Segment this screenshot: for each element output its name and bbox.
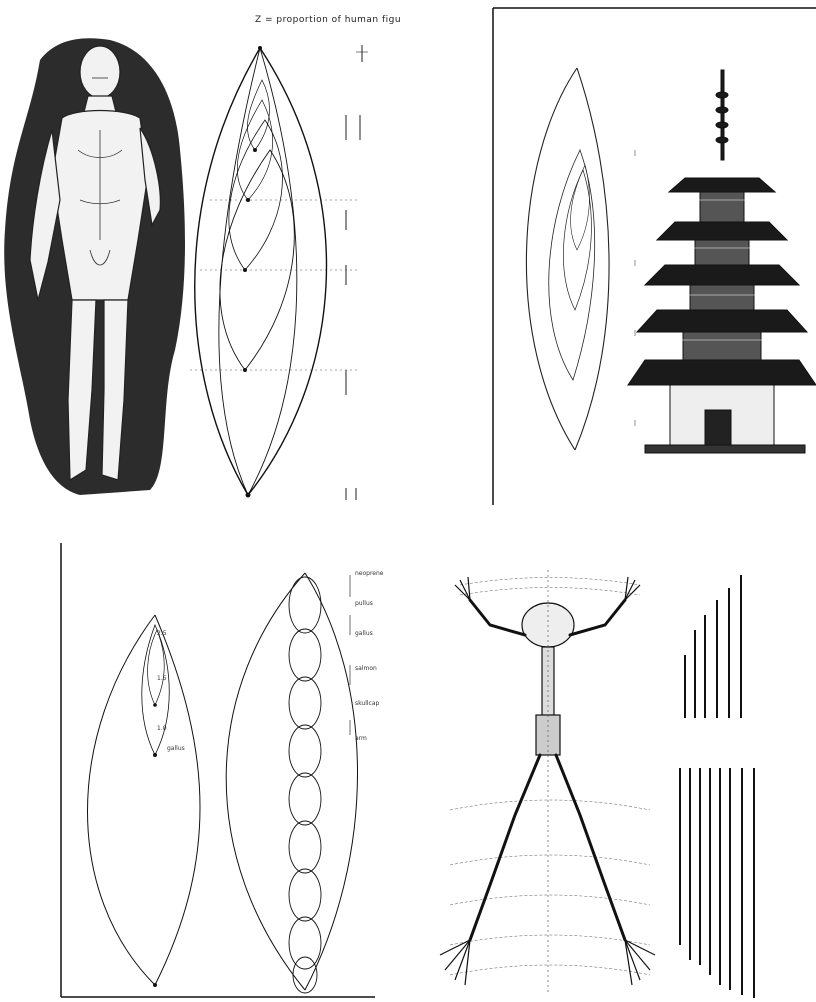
small-lens-spiral xyxy=(88,615,201,985)
pagoda-drawing xyxy=(485,0,816,510)
frog-skeleton-panel xyxy=(400,565,675,1002)
label-tall-6: arm xyxy=(355,735,367,742)
label-tall-5: skullcap xyxy=(355,700,380,707)
pagoda-spire xyxy=(721,70,724,160)
roof-tier-4 xyxy=(657,222,787,240)
spiral-nodes xyxy=(243,46,262,498)
ellipse-chain xyxy=(289,577,321,993)
human-proportion-panel: Z = proportion of human figure xyxy=(0,0,400,505)
label-tall-3: gallus xyxy=(355,630,373,637)
spiral-diagrams-panel: 2.5 1.5 1.0 gallus neoprene pullus g xyxy=(55,535,415,1002)
label-small-3: 1.0 xyxy=(157,725,167,732)
label-tall-2: pullus xyxy=(355,600,373,607)
roof-tier-1 xyxy=(628,360,816,385)
pagoda-spiral xyxy=(526,68,609,450)
spire-ring xyxy=(716,92,728,98)
roof-tier-3 xyxy=(645,265,799,285)
bar-group-bottom xyxy=(680,768,754,998)
pagoda-panel xyxy=(485,0,816,510)
roof-tier-2 xyxy=(637,310,807,332)
human-caption: Z = proportion of human figure xyxy=(255,15,400,25)
ratio-bars-panel xyxy=(675,570,816,1002)
ratio-bars xyxy=(675,570,816,1002)
frog-skeleton-drawing xyxy=(400,565,675,1002)
label-small-1: 2.5 xyxy=(157,630,167,637)
measurement-ticks xyxy=(190,45,368,500)
roof-tier-5 xyxy=(669,178,775,192)
label-small-4: gallus xyxy=(167,745,185,752)
bar-group-top xyxy=(685,575,741,718)
label-tall-4: salmon xyxy=(355,665,377,672)
label-small-2: 1.5 xyxy=(157,675,167,682)
golden-spiral xyxy=(195,48,327,495)
human-proportion-drawing: Z = proportion of human figure xyxy=(0,0,400,505)
pagoda-structure xyxy=(628,70,816,453)
spiral-diagrams: 2.5 1.5 1.0 gallus neoprene pullus g xyxy=(55,535,415,1002)
label-tall-1: neoprene xyxy=(355,570,384,577)
small-lens-nodes xyxy=(153,703,157,987)
